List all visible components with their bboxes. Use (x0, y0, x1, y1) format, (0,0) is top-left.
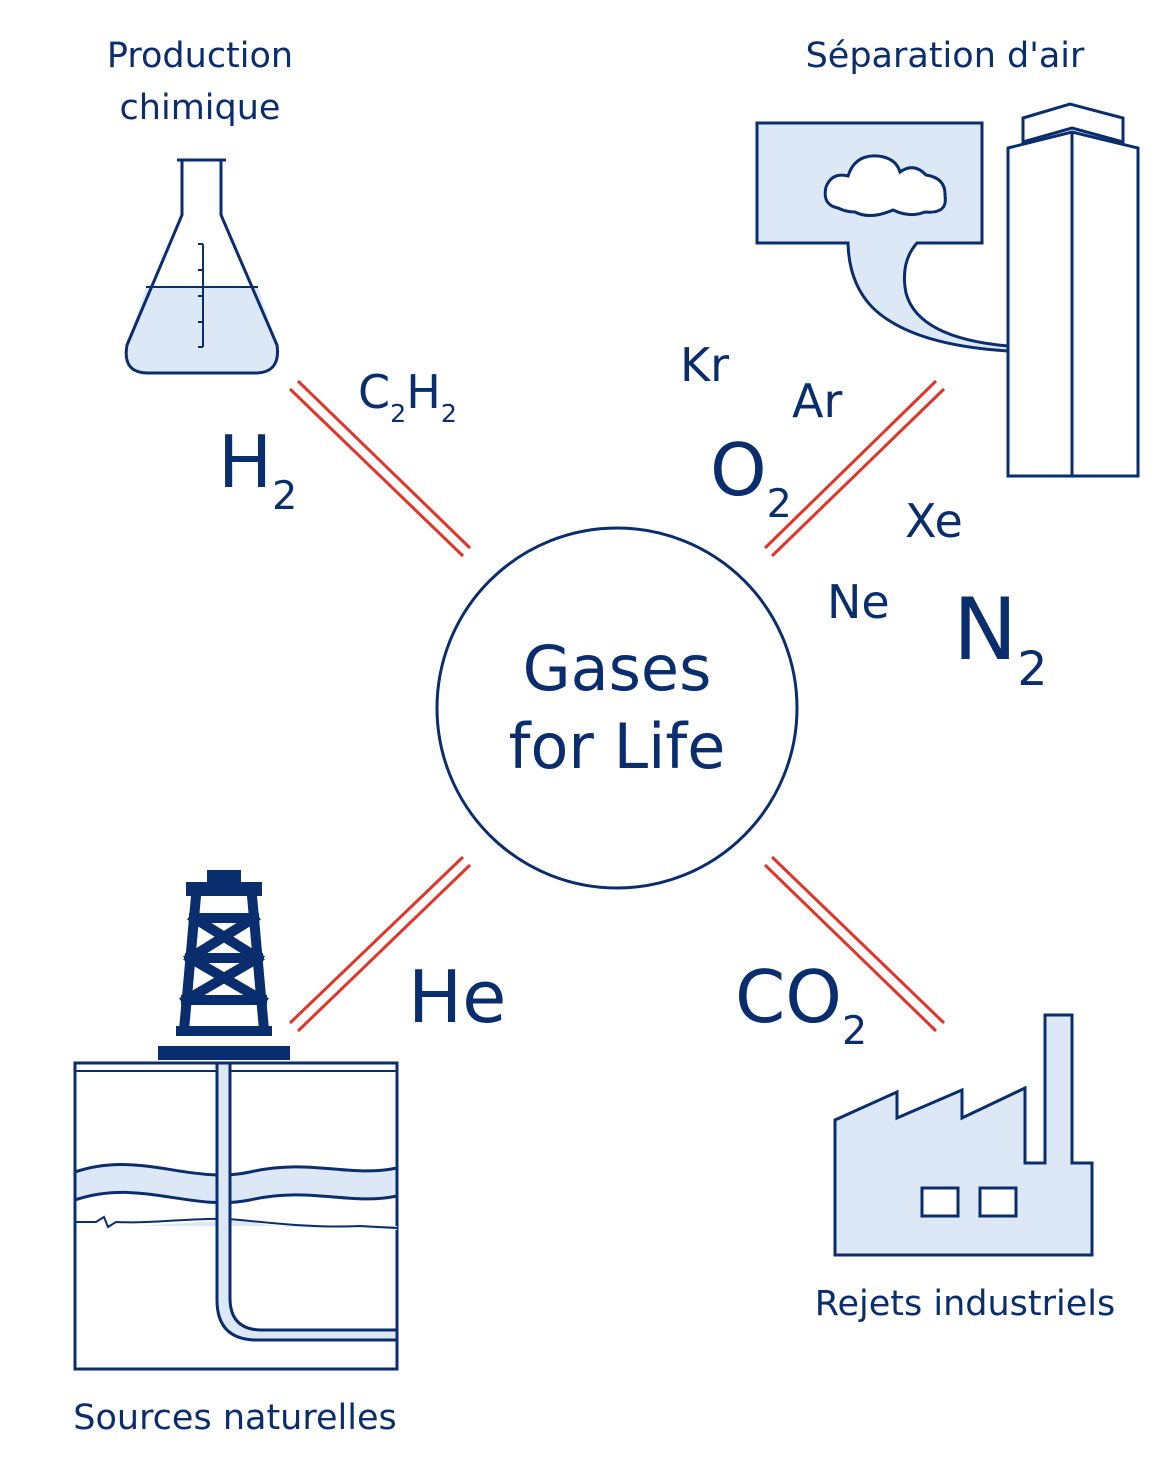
gas-o2-sub: 2 (766, 480, 792, 527)
gas-n2: N2 (953, 580, 1047, 697)
gas-ne: Ne (827, 575, 890, 629)
factory-icon (833, 1013, 1094, 1257)
caption-chemical-line2: chimique (119, 88, 281, 128)
connector-bottom-left (288, 855, 472, 1033)
center-title: Gases for Life (437, 630, 797, 786)
gas-he: He (408, 955, 507, 1039)
connector-top-right (763, 379, 946, 558)
gas-c2h2-sub2: 2 (440, 398, 457, 428)
gas-co2-symbol: CO (735, 955, 842, 1039)
gas-xe: Xe (905, 494, 963, 548)
caption-natural-sources: Sources naturelles (73, 1398, 397, 1438)
caption-chemical-line1: Production (106, 36, 294, 76)
center-title-line2: for Life (508, 710, 726, 783)
gas-co2: CO2 (735, 955, 867, 1054)
gas-c2h2-sub1: 2 (390, 398, 407, 428)
oil-rig-icon (158, 870, 290, 1060)
gas-c2h2-c: C (358, 365, 391, 419)
gas-h2-sub: 2 (272, 472, 298, 519)
ground-section-icon (73, 1061, 399, 1371)
center-title-line1: Gases (522, 632, 712, 705)
caption-industrial-emissions: Rejets industriels (814, 1284, 1116, 1324)
gas-n2-symbol: N (953, 580, 1018, 680)
gas-h2: H2 (218, 420, 297, 519)
gas-c2h2-h: H (406, 365, 441, 419)
gas-kr: Kr (680, 338, 730, 392)
caption-air-separation: Séparation d'air (805, 36, 1085, 76)
center-circle (435, 526, 799, 890)
gas-o2-symbol: O (710, 428, 767, 512)
gas-o2: O2 (710, 428, 792, 527)
gas-c2h2: C2H2 (358, 365, 457, 428)
gas-n2-sub: 2 (1017, 642, 1048, 697)
flask-icon (124, 158, 280, 375)
connector-top-left (288, 379, 472, 558)
connector-bottom-right (763, 855, 946, 1033)
gas-ar: Ar (792, 374, 843, 428)
air-separation-icon (755, 102, 1140, 478)
gas-h2-symbol: H (218, 420, 273, 504)
gas-co2-sub: 2 (841, 1007, 868, 1054)
caption-chemical-production: Production chimique (100, 30, 300, 134)
